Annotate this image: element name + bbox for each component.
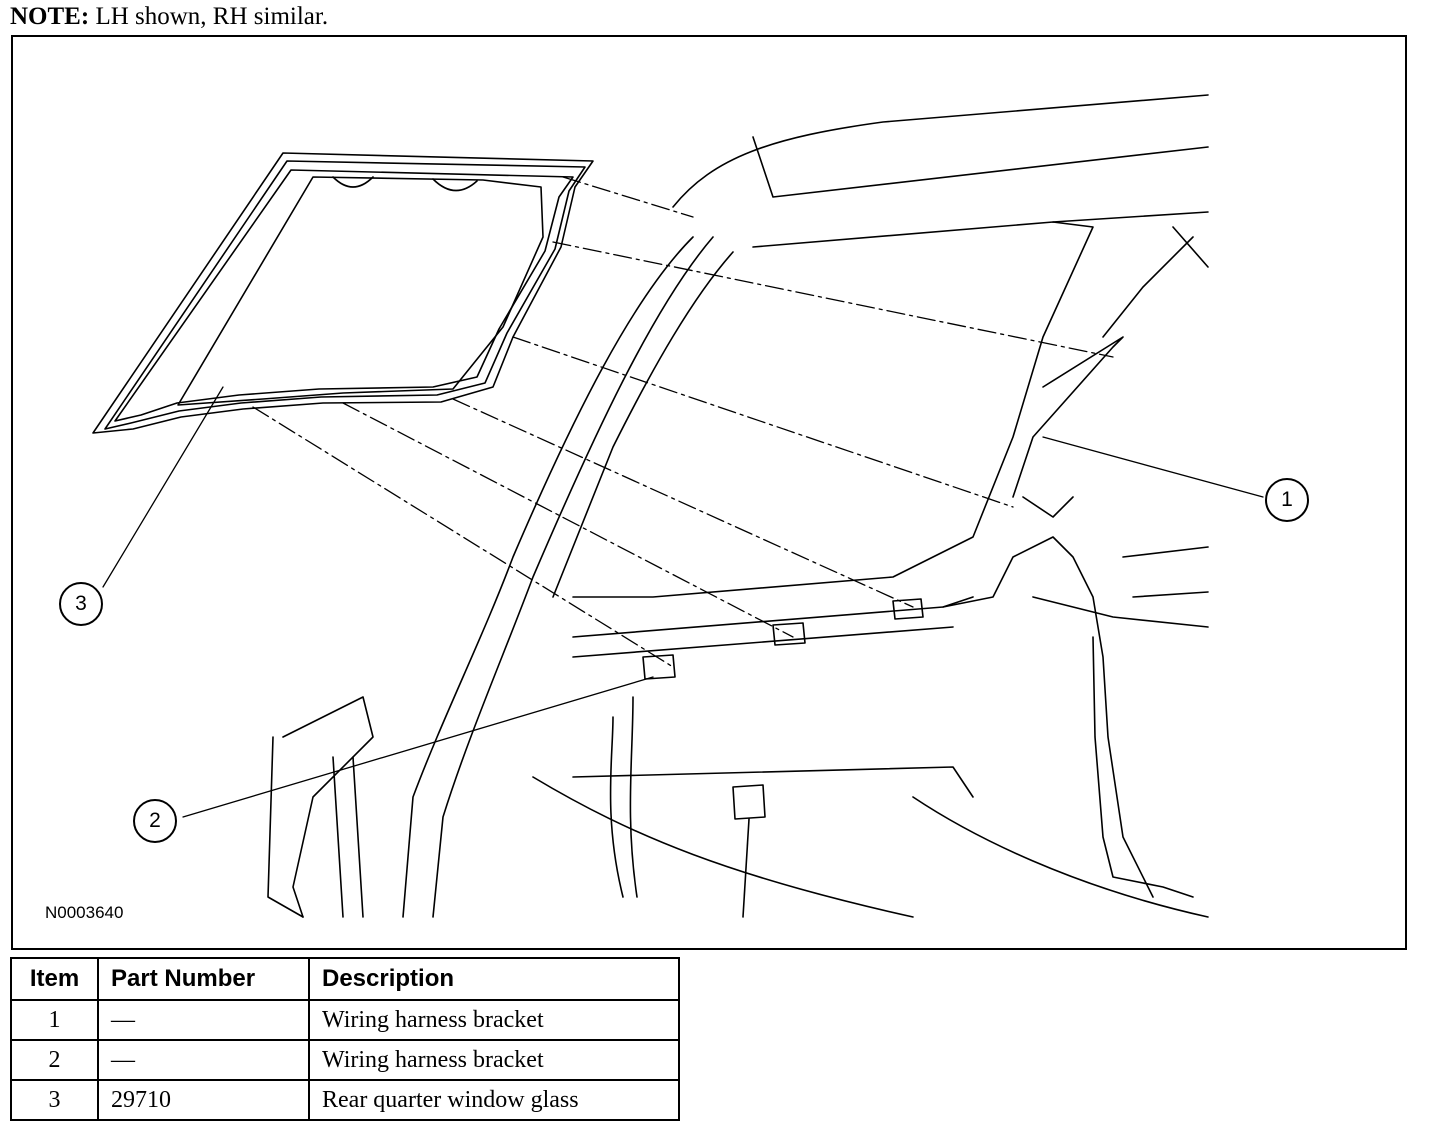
table-row: 2 — Wiring harness bracket	[10, 1039, 680, 1081]
callout-2: 2	[133, 799, 177, 843]
header-part-number: Part Number	[97, 957, 310, 1001]
table-row: 3 29710 Rear quarter window glass	[10, 1079, 680, 1121]
window-glass-drawing	[92, 152, 594, 434]
vehicle-body-drawing	[267, 94, 1209, 918]
figure-frame: 1 2 3 N0003640	[11, 35, 1407, 950]
header-item: Item	[10, 957, 99, 1001]
callout-1: 1	[1265, 478, 1309, 522]
exploded-view-illustration	[92, 94, 1264, 918]
cell-item: 3	[10, 1079, 99, 1121]
note-text: LH shown, RH similar.	[89, 3, 329, 30]
table-row: 1 — Wiring harness bracket	[10, 999, 680, 1041]
cell-part-number: 29710	[97, 1079, 310, 1121]
cell-part-number: —	[97, 1039, 310, 1081]
cell-description: Wiring harness bracket	[308, 1039, 680, 1081]
table-header-row: Item Part Number Description	[10, 957, 680, 1001]
cell-part-number: —	[97, 999, 310, 1041]
note-label: NOTE:	[10, 3, 90, 30]
callout-leaders	[102, 386, 1264, 818]
parts-table: Item Part Number Description 1 — Wiring …	[10, 957, 680, 1121]
header-description: Description	[308, 957, 680, 1001]
cell-description: Rear quarter window glass	[308, 1079, 680, 1121]
callout-3: 3	[59, 582, 103, 626]
figure-code: N0003640	[45, 903, 124, 922]
assembly-leader-lines	[252, 176, 1114, 668]
cell-item: 1	[10, 999, 99, 1041]
cell-item: 2	[10, 1039, 99, 1081]
note-line: NOTE: LH shown, RH similar.	[10, 2, 328, 32]
cell-description: Wiring harness bracket	[308, 999, 680, 1041]
